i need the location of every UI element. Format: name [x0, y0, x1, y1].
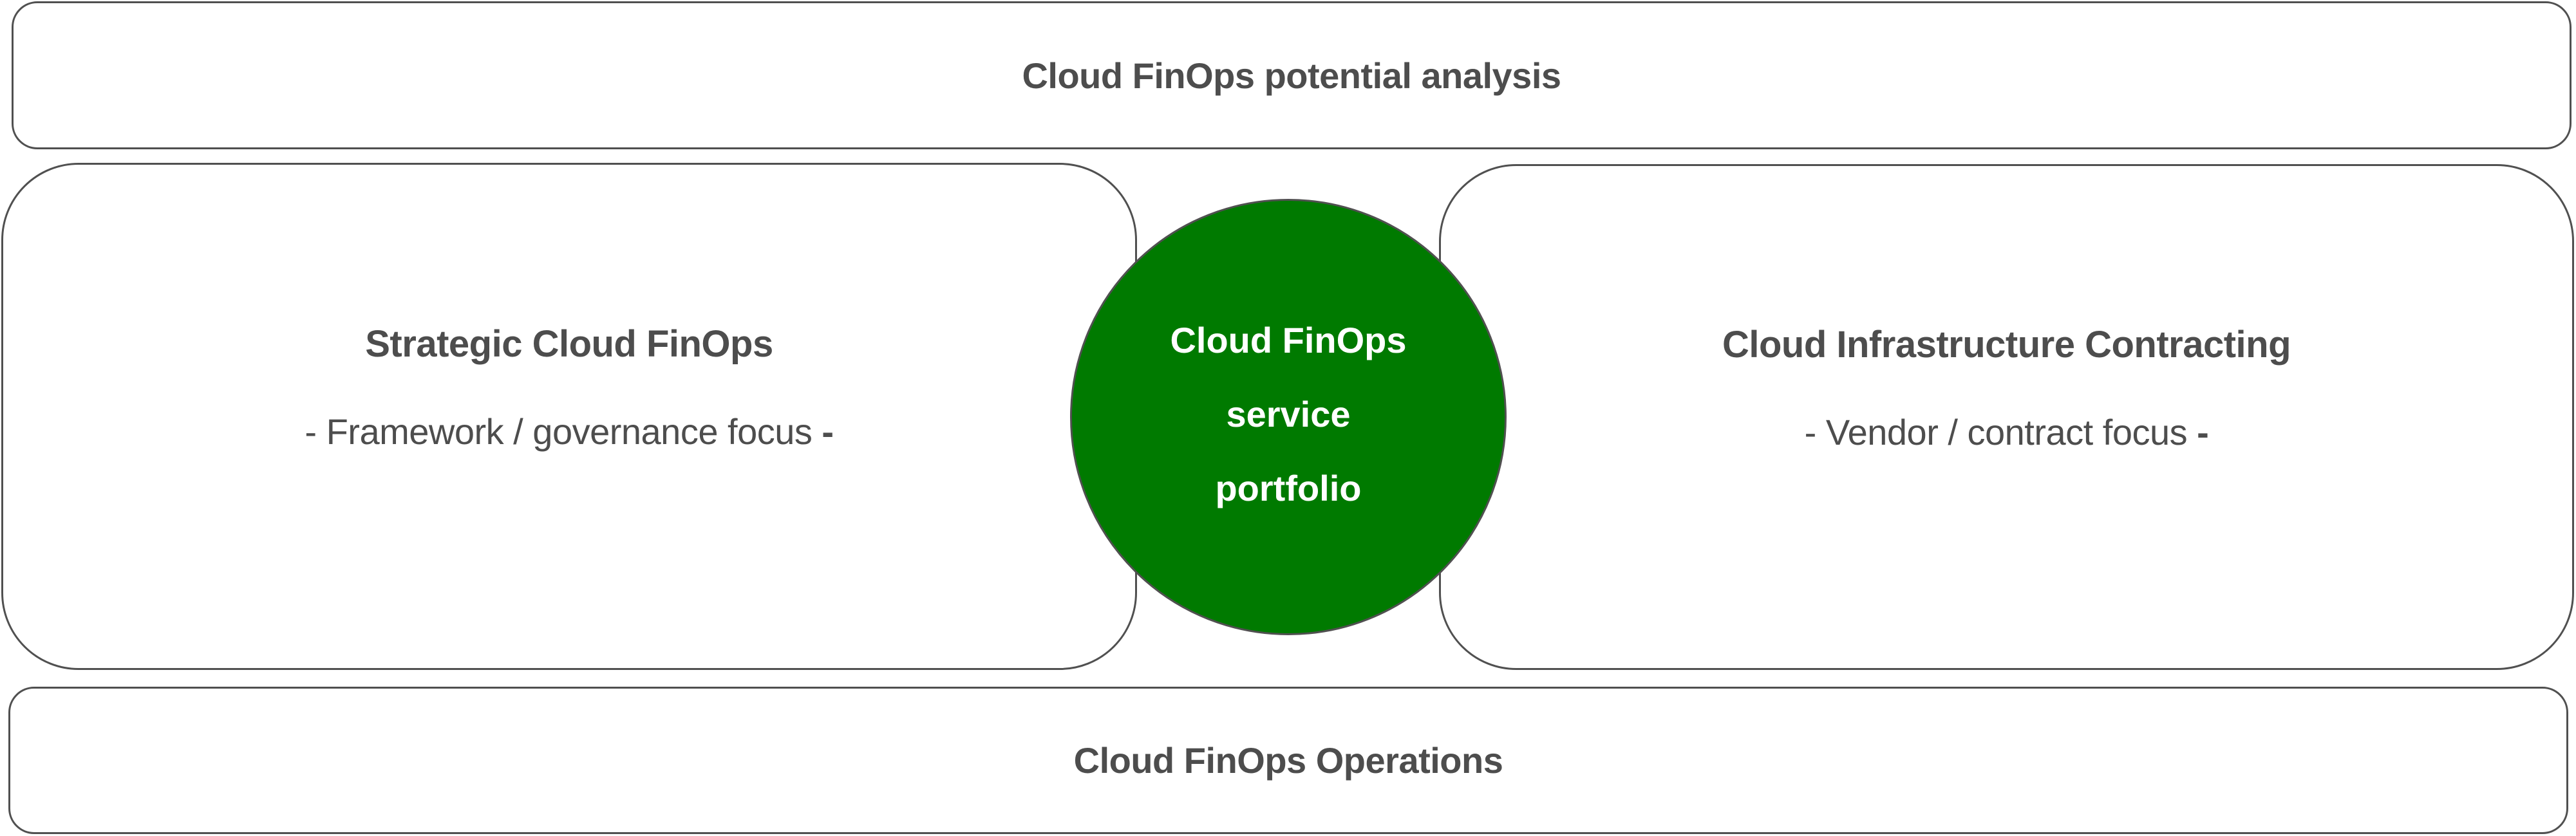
strategic-finops-subtitle-text: - Framework / governance focus [305, 411, 813, 452]
potential-analysis-band: Cloud FinOps potential analysis [12, 1, 2571, 149]
hub-line-2: service [1226, 393, 1351, 434]
strategic-finops-title: Strategic Cloud FinOps [365, 323, 773, 365]
hub-line-3: portfolio [1215, 467, 1362, 508]
infrastructure-contracting-subtitle-text: - Vendor / contract focus [1804, 412, 2188, 452]
finops-operations-band: Cloud FinOps Operations [8, 687, 2568, 834]
finops-operations-label: Cloud FinOps Operations [1073, 740, 1503, 781]
strategic-finops-subtitle-end: - [812, 411, 834, 452]
strategic-finops-pillar: Strategic Cloud FinOps - Framework / gov… [1, 163, 1137, 670]
service-portfolio-hub: Cloud FinOps service portfolio [1070, 199, 1507, 635]
infrastructure-contracting-subtitle-end: - [2187, 412, 2209, 452]
service-portfolio-label: Cloud FinOps service portfolio [1170, 303, 1406, 525]
potential-analysis-label: Cloud FinOps potential analysis [1022, 55, 1561, 96]
strategic-finops-subtitle: - Framework / governance focus - [305, 411, 834, 452]
hub-line-1: Cloud FinOps [1170, 319, 1407, 360]
infrastructure-contracting-pillar: Cloud Infrastructure Contracting - Vendo… [1439, 164, 2574, 670]
infrastructure-contracting-title: Cloud Infrastructure Contracting [1722, 324, 2291, 366]
infrastructure-contracting-subtitle: - Vendor / contract focus - [1805, 411, 2209, 453]
